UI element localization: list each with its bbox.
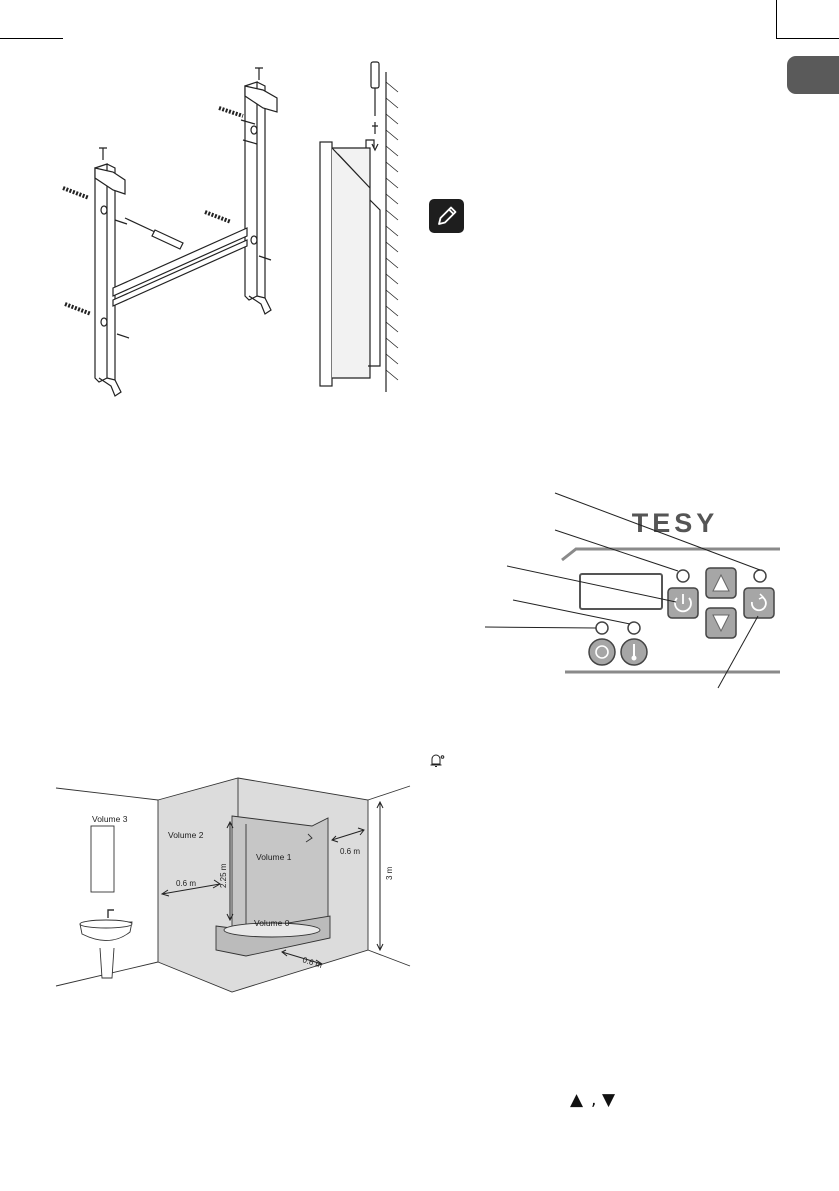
- label-dim-right: 0.6 m: [340, 847, 360, 856]
- eco-button[interactable]: [588, 638, 616, 666]
- crop-mark-vertical: [776, 0, 777, 38]
- brand-logo: TESY: [632, 508, 719, 538]
- control-panel-illustration: TESY: [484, 492, 780, 689]
- crop-mark-right: [776, 38, 839, 39]
- label-volume-3: Volume 3: [92, 814, 128, 824]
- crop-mark-left: [0, 38, 63, 39]
- indicator-led-power: [676, 569, 690, 583]
- wall-bracket-illustration: [62, 67, 278, 397]
- arrow-down-glyph: ▼: [602, 1090, 616, 1110]
- label-dim-room-height: 3 m: [385, 866, 394, 880]
- indicator-led-eco: [595, 621, 609, 635]
- label-dim-shower-height: 2.25 m: [219, 863, 228, 888]
- label-volume-1: Volume 1: [256, 852, 292, 862]
- program-button[interactable]: [743, 587, 775, 619]
- side-view-illustration: [319, 61, 399, 392]
- power-button[interactable]: [667, 587, 699, 619]
- display-window: [579, 573, 663, 610]
- glyph-separator: ,: [591, 1090, 597, 1110]
- bathroom-zones-diagram: Volume 3 Volume 2 Volume 1 Volume 0 0.6 …: [55, 777, 411, 993]
- temperature-button[interactable]: [620, 638, 648, 666]
- note-box: [429, 199, 464, 233]
- label-volume-0: Volume 0: [254, 918, 290, 928]
- label-volume-2: Volume 2: [168, 830, 204, 840]
- arrow-up-glyph: ▲: [570, 1090, 584, 1110]
- label-dim-left: 0.6 m: [176, 879, 196, 888]
- indicator-led-program: [753, 569, 767, 583]
- up-button[interactable]: [705, 567, 737, 599]
- indicator-led-temp: [627, 621, 641, 635]
- down-button[interactable]: [705, 607, 737, 639]
- pencil-icon: [438, 206, 457, 225]
- bell-icon: [430, 754, 445, 767]
- language-tab: [787, 56, 839, 94]
